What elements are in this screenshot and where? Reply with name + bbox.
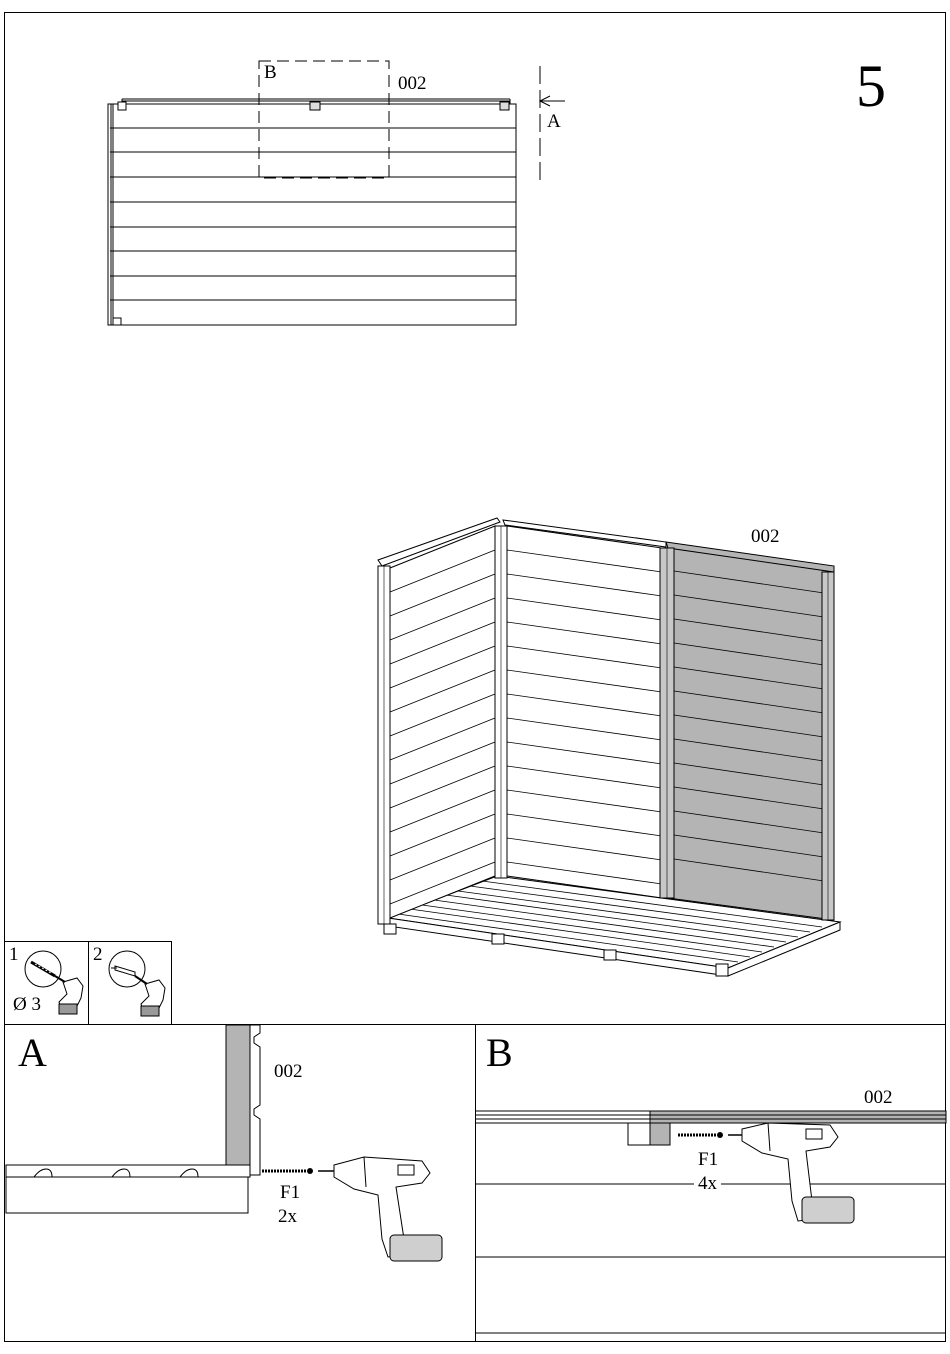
detail-a-drawing: [4, 1025, 475, 1342]
isometric-drawing: [0, 0, 950, 990]
detail-b-panel: B 002 F1 4x: [476, 1025, 946, 1342]
detail-a-panel: A 002 F1 2x: [4, 1025, 475, 1342]
tool-box-1: 1 Ø 3: [4, 941, 89, 1025]
detail-a-fastener: F1: [280, 1183, 300, 1202]
isometric-view-diagram: 002: [0, 0, 950, 990]
detail-b-part-label: 002: [864, 1088, 893, 1107]
detail-a-quantity: 2x: [278, 1207, 297, 1226]
screwdriver-bit-icon: [89, 942, 173, 1026]
iso-part-label: 002: [751, 527, 780, 546]
detail-a-part-label: 002: [274, 1062, 303, 1081]
detail-b-quantity: 4x: [694, 1174, 721, 1193]
tool-1-caption: Ø 3: [13, 995, 41, 1014]
tool-box-2: 2: [88, 941, 172, 1025]
detail-b-fastener: F1: [696, 1150, 720, 1169]
